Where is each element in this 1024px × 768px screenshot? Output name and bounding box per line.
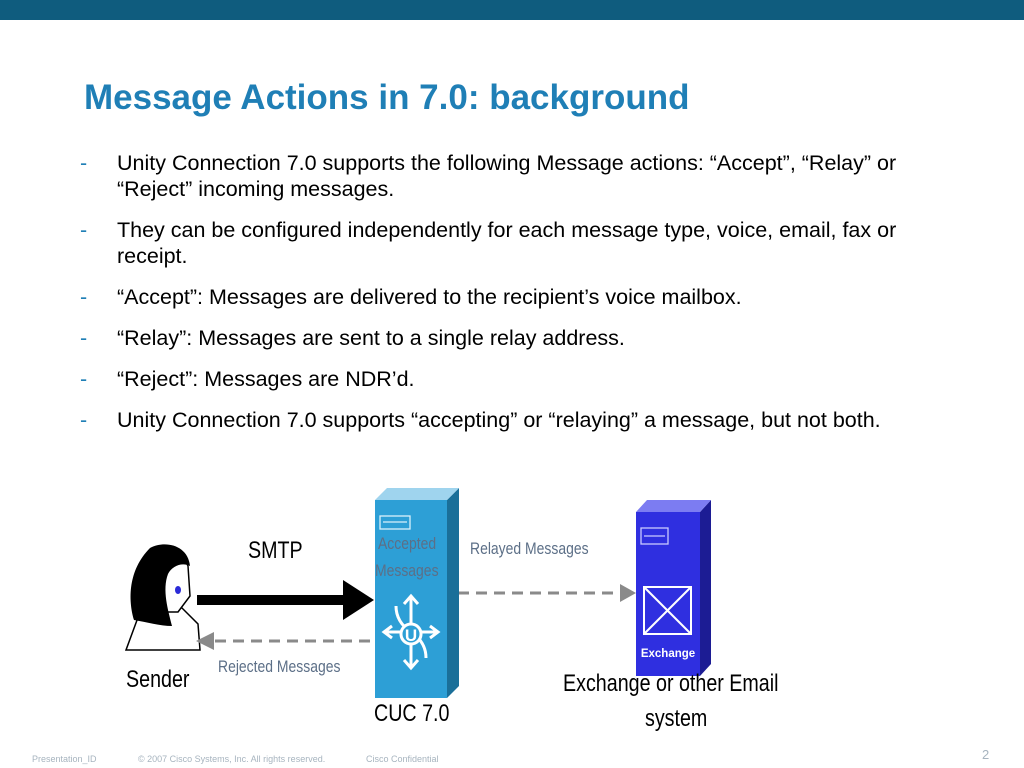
cuc-label: CUC 7.0 xyxy=(374,700,450,727)
unity-router-icon xyxy=(381,593,441,671)
accepted-label-line2: Messages xyxy=(375,561,439,580)
relayed-label: Relayed Messages xyxy=(470,539,589,558)
footer-presentation-id: Presentation_ID xyxy=(32,754,97,764)
exchange-server-text: Exchange xyxy=(641,648,695,660)
bullet-text: Unity Connection 7.0 supports “accepting… xyxy=(117,408,881,432)
bullet-text: Unity Connection 7.0 supports the follow… xyxy=(117,151,897,201)
envelope-icon xyxy=(643,586,692,635)
bullet-item: - They can be configured independently fo… xyxy=(80,217,960,269)
bullet-item: - “Reject”: Messages are NDR’d. xyxy=(80,366,960,392)
footer-copyright: © 2007 Cisco Systems, Inc. All rights re… xyxy=(138,754,326,764)
bullet-list: - Unity Connection 7.0 supports the follo… xyxy=(80,150,960,448)
bullet-text: “Accept”: Messages are delivered to the … xyxy=(117,285,742,309)
sender-label: Sender xyxy=(126,666,190,693)
exchange-server-icon: Exchange xyxy=(636,500,711,676)
sender-person-icon xyxy=(124,544,201,651)
smtp-arrow xyxy=(197,580,374,620)
bullet-item: - Unity Connection 7.0 supports the follo… xyxy=(80,150,960,202)
bullet-item: - “Relay”: Messages are sent to a single … xyxy=(80,325,960,351)
bullet-marker: - xyxy=(80,367,88,391)
relayed-arrow xyxy=(458,584,636,602)
bullet-item: - Unity Connection 7.0 supports “acceptin… xyxy=(80,407,960,433)
exchange-label-line1: Exchange or other Email xyxy=(563,670,779,697)
accepted-label-line1: Accepted xyxy=(378,534,437,553)
bullet-text: “Reject”: Messages are NDR’d. xyxy=(117,367,415,391)
bullet-marker: - xyxy=(80,218,88,242)
bullet-text: “Relay”: Messages are sent to a single r… xyxy=(117,326,625,350)
unity-glyph: U xyxy=(405,626,417,645)
bullet-item: - “Accept”: Messages are delivered to the… xyxy=(80,284,960,310)
bullet-marker: - xyxy=(80,285,88,309)
page-number: 2 xyxy=(982,747,990,762)
exchange-label-line2: system xyxy=(645,705,708,732)
slide-title: Message Actions in 7.0: background xyxy=(84,78,690,117)
rejected-arrow xyxy=(196,632,370,650)
footer-confidential: Cisco Confidential xyxy=(366,754,439,764)
smtp-label: SMTP xyxy=(248,537,303,564)
cuc-server-icon: U xyxy=(375,488,459,698)
bullet-marker: - xyxy=(80,326,88,350)
bullet-text: They can be configured independently for… xyxy=(117,218,897,268)
top-banner xyxy=(0,0,1024,20)
rejected-label: Rejected Messages xyxy=(218,657,341,676)
bullet-marker: - xyxy=(80,408,88,432)
bullet-marker: - xyxy=(80,151,88,175)
